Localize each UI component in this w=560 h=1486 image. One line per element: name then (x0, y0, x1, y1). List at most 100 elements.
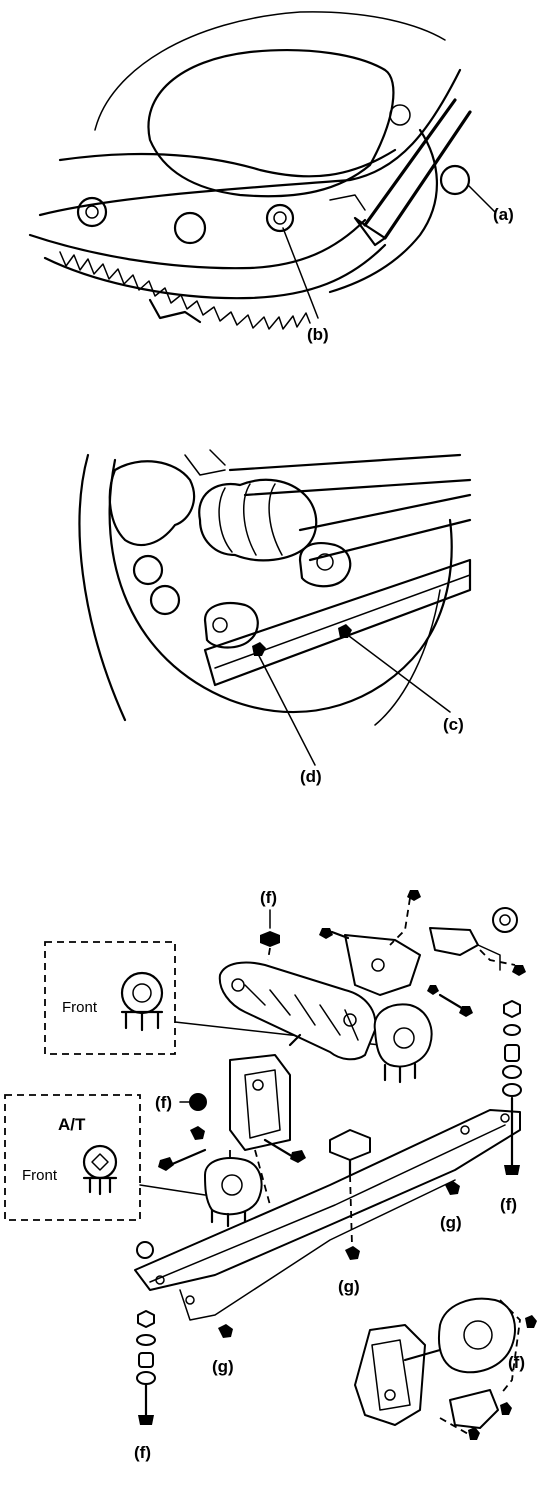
nut-small (190, 1126, 205, 1140)
dash-f-top (267, 947, 271, 961)
figure-flywheel: (a) (b) (28, 11, 514, 344)
lower-bracket-plate (354, 1324, 426, 1426)
stack-washer-3 (502, 1083, 522, 1097)
upper-engine-bracket (218, 961, 377, 1061)
inset-at-studs (82, 1176, 118, 1196)
flywheel-bolt-left-head (85, 205, 99, 219)
ring-gear-outer (43, 243, 387, 300)
upper-bracket-hole-1 (231, 978, 245, 992)
stopper-notch (329, 194, 366, 211)
bolt-mid-head (459, 1006, 473, 1017)
knuckle (108, 460, 196, 547)
right-mount-studs (383, 1062, 417, 1084)
inset-front-caption: Front (62, 999, 98, 1016)
side-bracket-arm (477, 944, 501, 971)
upper-plate-hole (371, 958, 385, 972)
nut-f-left (189, 1093, 207, 1111)
at-mount-core (221, 1174, 243, 1196)
plate-hole-3 (500, 1113, 510, 1123)
inset-mount-studs (120, 1010, 164, 1032)
at-mount (204, 1157, 263, 1216)
stack-spacer (504, 1044, 520, 1062)
wheel-arc-outer (78, 453, 127, 722)
left-stack-nut (137, 1310, 155, 1328)
left-stack-spacer (138, 1352, 154, 1368)
knuckle-bolt-2 (149, 584, 181, 616)
nut-g-low (218, 1324, 233, 1338)
bolt-shaft-mid (263, 1138, 297, 1160)
plate-hole-2 (185, 1295, 195, 1305)
flywheel-lower-bracket (148, 298, 202, 324)
crossmember-plate-rib (179, 1179, 456, 1321)
lower-mount-body (437, 1297, 516, 1374)
lower-stud (403, 1348, 442, 1362)
side-bracket (429, 927, 479, 956)
label-g-right: (g) (440, 1213, 462, 1232)
label-d: (d) (300, 767, 322, 786)
middle-stud (288, 1033, 302, 1047)
bolt-top (407, 890, 421, 901)
dash-line-2 (479, 949, 516, 966)
left-mount-bolt (212, 617, 228, 633)
label-f-bottom: (f) (134, 1443, 151, 1462)
flywheel-right-edge (328, 128, 439, 294)
left-stack-washer-2 (136, 1371, 156, 1385)
ring-gear-teeth (59, 251, 311, 330)
figure-crossmember: (c) (d) (78, 449, 472, 786)
lower-mount-foot (449, 1389, 499, 1429)
label-f-right: (f) (500, 1195, 517, 1214)
flywheel-bolt-b (265, 203, 295, 233)
screwdriver-tip (353, 216, 387, 247)
bolt-head-left (158, 1157, 174, 1171)
flywheel-upper-shell (94, 11, 446, 131)
bolt-upper-left (319, 928, 333, 939)
plate-grommet (136, 1241, 154, 1259)
nut-g-mid (345, 1246, 360, 1260)
bushing-center (316, 553, 334, 571)
stack-nut-top (503, 1000, 521, 1018)
flywheel-hole-top (389, 104, 411, 126)
screwdriver-shaft (363, 98, 472, 240)
bolt-mid-shaft (438, 993, 467, 1012)
middle-bracket-inner (244, 1069, 281, 1139)
label-g-mid: (g) (338, 1277, 360, 1296)
nut-f-top (260, 931, 280, 947)
plate-hole-4 (460, 1125, 470, 1135)
leader-d (255, 649, 316, 766)
inset-mount-body (120, 971, 164, 1015)
flywheel-bolt-b-head (273, 211, 287, 225)
inset-leader-at (139, 1184, 206, 1196)
inset-at-caption: Front (22, 1167, 58, 1184)
inset-at-box (4, 1094, 141, 1221)
leader-b (282, 227, 319, 319)
stopper-block (329, 1129, 371, 1161)
upper-bracket-hole-2 (343, 1013, 357, 1027)
upper-plate (344, 934, 421, 996)
inset-at-core (91, 1153, 109, 1171)
bolt-shaft-left (168, 1148, 207, 1167)
label-f-lower-right: (f) (508, 1353, 525, 1372)
label-b: (b) (307, 325, 329, 344)
left-stack-washer-1 (136, 1334, 156, 1346)
flywheel-outer-arc (38, 68, 462, 217)
right-mount-core (393, 1027, 415, 1049)
stack-washer-1 (503, 1024, 521, 1036)
right-mount-upper (373, 1003, 433, 1068)
upper-rod (228, 453, 472, 497)
lower-nut-foot (500, 1402, 512, 1415)
stack-washer-2 (502, 1065, 522, 1079)
flywheel-hole-a (439, 164, 471, 196)
flywheel-hub-outline (147, 49, 395, 198)
crossmember-plate (134, 1109, 521, 1291)
right-bolt-head (504, 1165, 520, 1175)
wheel-arc-inner (108, 458, 453, 713)
side-bushing-core (499, 914, 511, 926)
lower-mount-core (463, 1320, 493, 1350)
lower-rod (298, 493, 472, 562)
upper-bracket-ribs (244, 984, 359, 1041)
label-c: (c) (443, 715, 464, 734)
label-f-top: (f) (260, 888, 277, 907)
label-a: (a) (493, 205, 514, 224)
inset-mount-core (132, 983, 152, 1003)
crossmember-edge (214, 574, 471, 669)
